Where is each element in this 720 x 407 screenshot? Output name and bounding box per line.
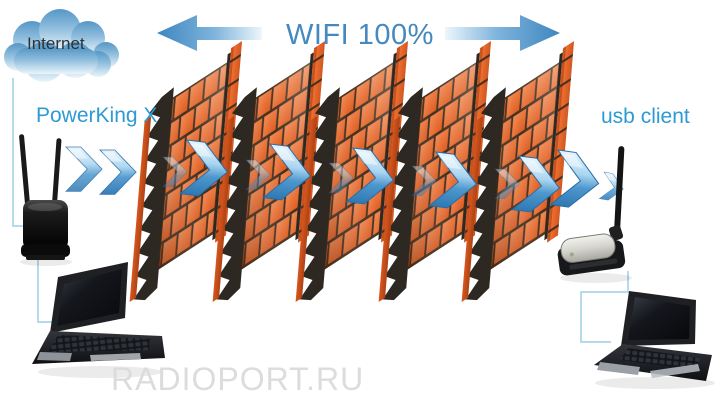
usb-body: [560, 233, 616, 263]
laptop-icon: [594, 291, 715, 389]
laptop-keyboard: [48, 335, 150, 352]
laptop-keyboard: [620, 348, 700, 370]
signal-chevron-icon: [99, 149, 137, 195]
connector-lines: [12, 78, 629, 343]
usb-client-label: usb client: [601, 105, 690, 128]
router-antenna: [52, 138, 62, 207]
laptop-screen: [57, 269, 122, 326]
router-label: PowerKing X: [36, 104, 158, 127]
wifi-arrow-left-icon: [157, 15, 262, 51]
laptop-touchpad: [597, 362, 640, 375]
usb-adapter-icon: [557, 146, 632, 283]
internet-cloud-icon: [4, 9, 119, 82]
router-antenna: [19, 134, 30, 206]
wifi-arrow-right-icon: [445, 15, 560, 51]
watermark: RADIOPORT.RU: [111, 361, 365, 397]
laptop-screen: [628, 297, 690, 340]
connector-router-laptop: [37, 256, 58, 323]
wifi-strength-title: WIFI 100%: [286, 19, 434, 51]
usb-antenna: [614, 146, 625, 233]
laptop-touchpad: [37, 352, 72, 361]
laptop-icon: [32, 262, 165, 378]
wifi-router-icon: [19, 134, 72, 266]
connector-usb-laptop: [580, 271, 629, 343]
internet-label: Internet: [27, 34, 85, 53]
signal-chevron-icon: [65, 146, 103, 192]
connector-cloud-router: [12, 78, 24, 227]
